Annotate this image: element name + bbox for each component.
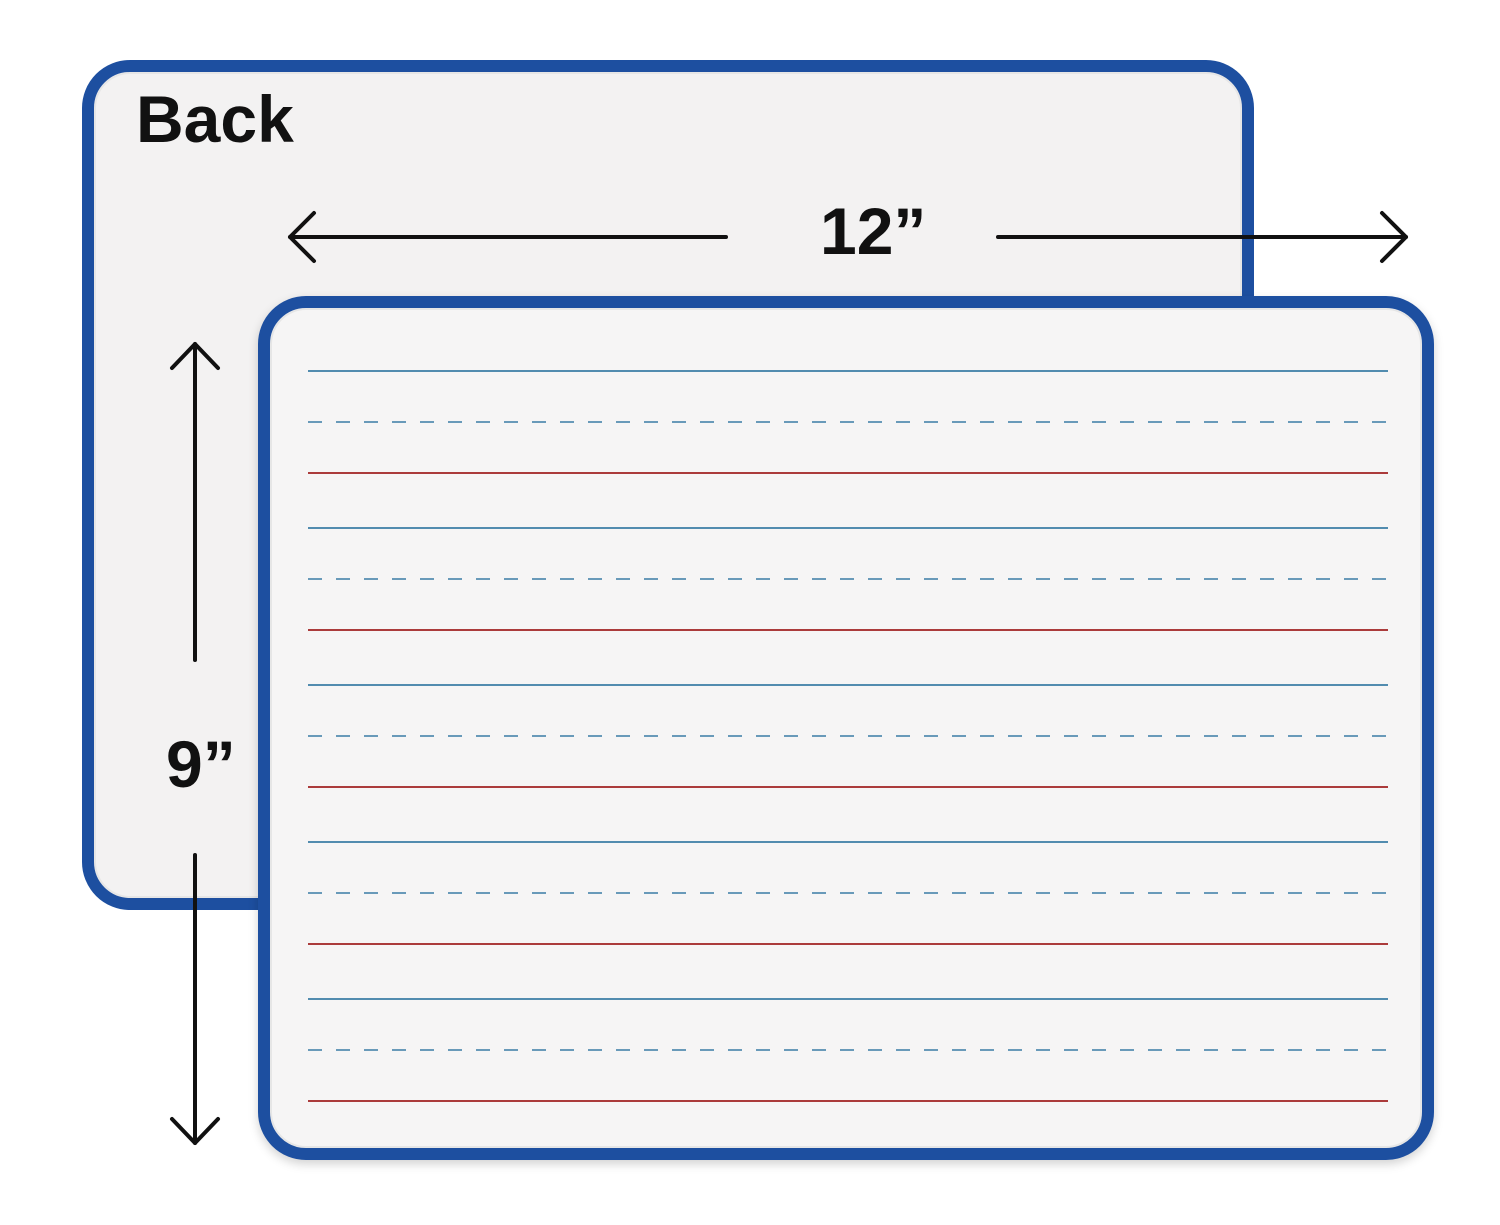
width-label: 12”: [820, 194, 927, 268]
height-arrow-bottom-head: [170, 1117, 220, 1145]
width-arrow-right-head: [1380, 211, 1408, 263]
whiteboard-front: [258, 296, 1434, 1160]
height-label: 9”: [166, 727, 236, 801]
back-label: Back: [136, 82, 294, 156]
